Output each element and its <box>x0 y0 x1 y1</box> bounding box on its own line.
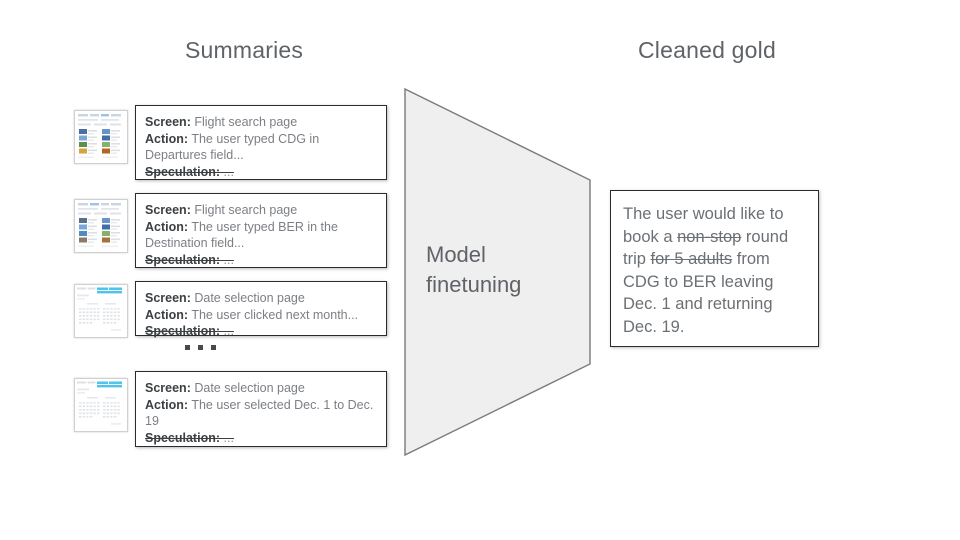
speculation-label: Speculation: <box>145 164 221 179</box>
summary-card: Screen: Date selection page Action: The … <box>135 371 387 447</box>
summary-screen-line: Screen: Date selection page <box>145 380 377 397</box>
model-finetuning-label: Model finetuning <box>426 240 576 300</box>
screen-value: Date selection page <box>194 291 305 305</box>
cleaned-gold-card: The user would like to book a non-stop r… <box>610 190 819 347</box>
cleaned-gold-text: The user would like to book a non-stop r… <box>623 203 806 338</box>
flight-search-page-thumbnail <box>74 110 128 164</box>
action-value: The user typed BER in the Destination fi… <box>145 219 338 251</box>
summary-card: Screen: Flight search page Action: The u… <box>135 105 387 180</box>
summary-screen-line: Screen: Flight search page <box>145 114 377 131</box>
summary-action-line: Action: The user typed CDG in Departures… <box>145 131 377 164</box>
speculation-label: Speculation: <box>145 324 221 338</box>
summary-screen-line: Screen: Flight search page <box>145 202 377 219</box>
model-finetuning-label-line2: finetuning <box>426 272 522 297</box>
screen-label: Screen: <box>145 291 191 305</box>
summary-action-line: Action: The user clicked next month... <box>145 307 377 324</box>
ellipsis-separator <box>185 345 216 350</box>
summary-speculation-line: Speculation: ... <box>145 323 377 340</box>
gold-segment: round trip <box>623 227 789 269</box>
action-label: Action: <box>145 397 189 412</box>
summaries-column-title: Summaries <box>185 37 304 63</box>
gold-segment: The user would like to book a <box>623 205 784 246</box>
flight-search-page-thumbnail <box>74 199 128 253</box>
model-finetuning-shape <box>402 86 598 458</box>
speculation-value: ... <box>223 252 234 267</box>
speculation-value: ... <box>223 430 234 445</box>
date-selection-page-thumbnail <box>74 378 128 432</box>
summary-action-line: Action: The user typed BER in the Destin… <box>145 219 377 252</box>
summary-card: Screen: Date selection page Action: The … <box>135 281 387 338</box>
screen-label: Screen: <box>145 115 191 129</box>
gold-segment: from CDG to BER leaving Dec. 1 and retur… <box>623 250 774 336</box>
cleaned-gold-column-title: Cleaned gold <box>638 37 776 63</box>
screen-value: Date selection page <box>194 381 305 395</box>
action-label: Action: <box>145 219 189 234</box>
gold-segment-struck: non-stop <box>677 227 742 246</box>
summary-screen-line: Screen: Date selection page <box>145 290 377 307</box>
summary-speculation-line: Speculation: ... <box>145 430 377 447</box>
action-value: The user typed CDG in Departures field..… <box>145 131 320 163</box>
ellipsis-dot <box>198 345 203 350</box>
screen-value: Flight search page <box>194 203 298 217</box>
summary-card: Screen: Flight search page Action: The u… <box>135 193 387 268</box>
action-value: The user selected Dec. 1 to Dec. 19 <box>145 397 374 429</box>
screen-label: Screen: <box>145 203 191 217</box>
action-label: Action: <box>145 307 189 322</box>
summary-speculation-line: Speculation: ... <box>145 252 377 269</box>
speculation-label: Speculation: <box>145 430 221 445</box>
summary-action-line: Action: The user selected Dec. 1 to Dec.… <box>145 397 377 430</box>
speculation-value: ... <box>223 324 234 338</box>
speculation-value: ... <box>223 164 234 179</box>
ellipsis-dot <box>185 345 190 350</box>
action-value: The user clicked next month... <box>191 307 359 322</box>
speculation-label: Speculation: <box>145 252 221 267</box>
gold-segment-struck: for 5 adults <box>650 250 733 268</box>
date-selection-page-thumbnail <box>74 284 128 338</box>
model-finetuning-label-line1: Model <box>426 242 486 267</box>
screen-label: Screen: <box>145 381 191 395</box>
screen-value: Flight search page <box>194 115 298 129</box>
summary-speculation-line: Speculation: ... <box>145 164 377 181</box>
action-label: Action: <box>145 131 189 146</box>
ellipsis-dot <box>211 345 216 350</box>
